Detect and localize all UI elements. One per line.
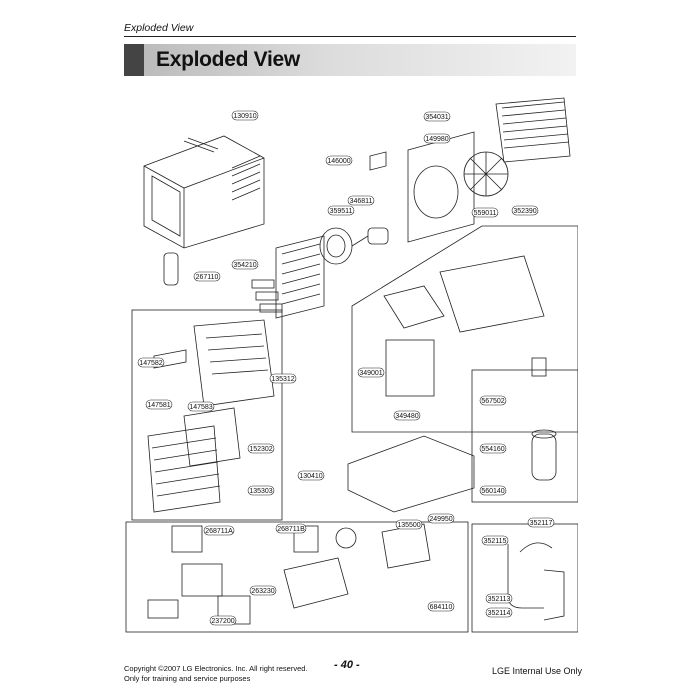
callout-268711B: 268711B: [277, 526, 305, 533]
page-title: Exploded View: [156, 48, 300, 71]
remote-control-part: [163, 252, 179, 286]
callout-130410: 130410: [299, 473, 322, 480]
control-parts: [147, 523, 431, 625]
callout-354031: 354031: [425, 114, 448, 121]
callout-263230: 263230: [251, 588, 274, 595]
callout-352114: 352114: [488, 610, 511, 617]
callout-352390: 352390: [513, 208, 536, 215]
front-grille-box: [131, 309, 283, 521]
section-label: Exploded View: [124, 22, 194, 34]
callout-249950: 249950: [429, 516, 452, 523]
header-rule: [124, 36, 576, 37]
callout-554160: 554160: [481, 446, 504, 453]
callout-149980: 149980: [425, 136, 448, 143]
shroud-part: [369, 131, 475, 243]
condenser-part: [495, 97, 571, 163]
callout-237200: 237200: [211, 618, 234, 625]
exploded-view-diagram: 130910 354031 149980 146000 346811 35951…: [125, 97, 578, 633]
banner-accent-bar: [124, 44, 144, 76]
chassis-part: [347, 435, 475, 513]
callout-147583: 147583: [189, 404, 212, 411]
callout-359511: 359511: [330, 208, 353, 215]
callout-268711A: 268711A: [205, 528, 233, 535]
callout-349480: 349480: [395, 413, 418, 420]
callout-349001: 349001: [359, 370, 382, 377]
callout-146000: 146000: [327, 158, 350, 165]
callout-135500: 135500: [397, 522, 420, 529]
footer-notice: Only for training and service purposes: [124, 674, 251, 683]
title-banner: Exploded View: [124, 44, 576, 76]
refrigerant-pipe-part: [507, 542, 565, 621]
callout-147581: 147581: [147, 402, 170, 409]
callout-567502: 567502: [481, 398, 504, 405]
footer-copyright-block: Copyright ©2007 LG Electronics. Inc. All…: [124, 664, 308, 684]
callout-147582: 147582: [139, 360, 162, 367]
evaporator-part: [251, 235, 325, 319]
refrigerant-pipe-box: [471, 523, 578, 633]
callout-135312: 135312: [271, 376, 294, 383]
callout-352115: 352115: [484, 538, 507, 545]
base-pan-part: [383, 255, 545, 397]
callout-352113: 352113: [488, 596, 511, 603]
blower-part: [319, 227, 389, 265]
callout-684110: 684110: [430, 604, 453, 611]
page-number: - 40 -: [334, 659, 360, 671]
callout-560140: 560140: [481, 488, 504, 495]
compressor-box: [471, 369, 578, 503]
cabinet-part: [143, 135, 265, 249]
callout-346811: 346811: [350, 198, 373, 205]
base-pan-box: [351, 225, 578, 433]
front-panel-part: [147, 319, 275, 513]
callout-130910: 130910: [233, 113, 256, 120]
footer-copyright: Copyright ©2007 LG Electronics. Inc. All…: [124, 664, 308, 673]
callout-267110: 267110: [196, 274, 219, 281]
callout-352117: 352117: [530, 520, 553, 527]
callout-152302: 152302: [249, 446, 272, 453]
callout-354210: 354210: [233, 262, 256, 269]
callout-135303: 135303: [249, 488, 272, 495]
footer-internal-use: LGE Internal Use Only: [492, 666, 583, 676]
compressor-part: [531, 357, 557, 481]
control-box: [125, 521, 469, 633]
callout-559011: 559011: [474, 210, 497, 217]
fan-part: [463, 151, 509, 197]
